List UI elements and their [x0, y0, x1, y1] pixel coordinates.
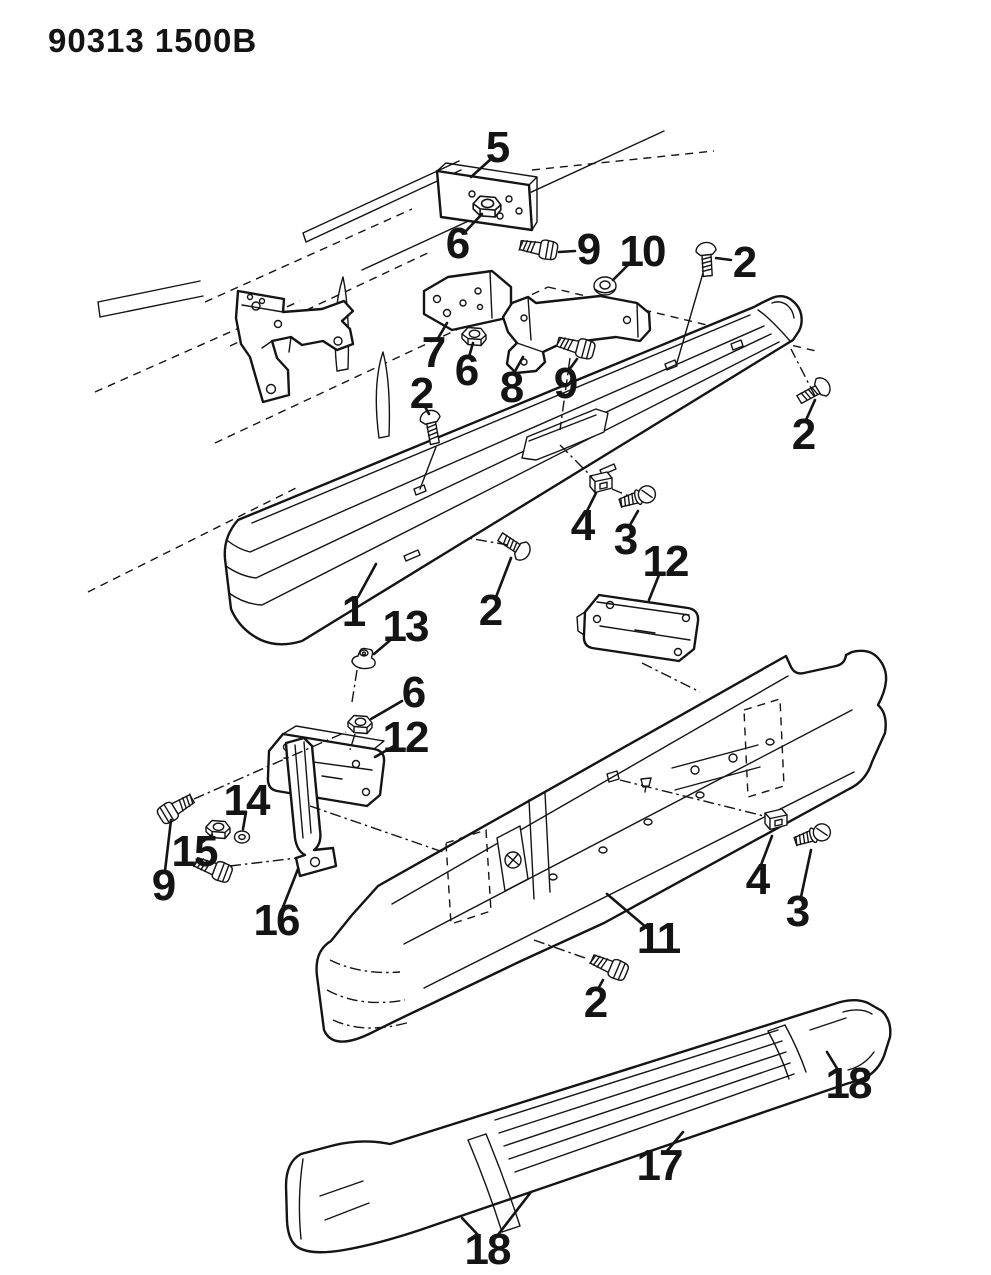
callout-4-label: 4	[746, 855, 771, 904]
callout-leader	[356, 562, 378, 599]
callout-leader	[373, 744, 396, 759]
part-2-screw	[493, 528, 535, 565]
drawing-number: 90313 1500B	[48, 22, 257, 59]
callout-leader	[665, 1130, 685, 1153]
callout-18-label: 18	[826, 1059, 872, 1108]
callout-16-label: 16	[254, 896, 299, 945]
callout-15-label: 15	[172, 827, 218, 876]
part-13-nut	[351, 647, 376, 670]
callout-leader	[596, 978, 605, 991]
part-11-bumper-face-bar	[315, 649, 888, 1043]
callout-leader	[567, 357, 579, 372]
callout-leader	[611, 260, 633, 282]
part-18-end-cap-seam-left	[467, 1133, 521, 1233]
callout-leader	[372, 635, 396, 656]
part-6-nut	[347, 714, 373, 735]
callout-leader	[495, 1190, 533, 1238]
callout-3-label: 3	[786, 887, 809, 936]
part-12-bracket-right	[576, 593, 700, 663]
part-3-screw	[791, 820, 834, 851]
part-4-clip-nut	[764, 808, 788, 831]
callout-leader	[435, 321, 449, 342]
callout-9-label: 9	[554, 359, 577, 408]
callout-leader	[714, 256, 733, 262]
part-3-screw	[616, 482, 659, 512]
projection-lines	[193, 272, 816, 959]
callout-leader	[647, 573, 661, 602]
callout-14-label: 14	[224, 776, 271, 825]
callout-3-label: 3	[614, 515, 637, 564]
callout-18-label: 18	[465, 1225, 511, 1274]
part-4-clip-nut	[589, 471, 613, 494]
callout-13-label: 13	[383, 602, 428, 651]
callout-2-label: 2	[410, 369, 433, 418]
callout-12-label: 12	[383, 713, 428, 762]
part-6-nut	[472, 195, 502, 218]
callout-leader	[759, 834, 774, 867]
callout-17-label: 17	[637, 1141, 682, 1190]
callout-leader	[241, 810, 248, 831]
frame-bumper-bracket	[234, 289, 355, 404]
callout-6-label: 6	[402, 668, 425, 717]
part-2-screw	[694, 240, 720, 278]
callout-leader	[422, 403, 431, 416]
part-9-bolt	[154, 789, 199, 827]
callout-leader	[804, 398, 817, 422]
callout-9-label: 9	[152, 861, 175, 910]
callout-2-label: 2	[584, 978, 607, 1027]
part-9-bolt	[517, 234, 560, 262]
callout-7-label: 7	[422, 328, 445, 377]
callout-2-label: 2	[792, 410, 815, 459]
callout-leader	[199, 833, 214, 845]
callout-12-label: 12	[643, 537, 688, 586]
callout-2-label: 2	[479, 586, 502, 635]
callout-leader	[369, 699, 404, 721]
callout-leader	[605, 892, 649, 930]
frame-rail-fin	[375, 351, 391, 439]
callout-leader	[799, 848, 813, 899]
callout-10-label: 10	[620, 227, 665, 276]
callout-2-label: 2	[733, 238, 756, 287]
callout-leader	[281, 867, 300, 909]
part-7-bracket	[422, 269, 513, 332]
callout-leader	[460, 1216, 481, 1238]
callout-6-label: 6	[446, 219, 469, 268]
part-17-bumper-center	[284, 999, 892, 1254]
callout-8-label: 8	[500, 363, 524, 412]
callout-1-label: 1	[342, 587, 366, 636]
callout-leader	[467, 341, 475, 359]
callout-4-label: 4	[571, 501, 596, 550]
callout-leader	[494, 556, 513, 599]
part-12-bracket-left	[266, 725, 386, 808]
callout-6-label: 6	[455, 346, 478, 395]
callout-11-label: 11	[637, 914, 681, 963]
part-17-18-bumper-with-end-caps	[284, 999, 892, 1254]
callout-leader	[557, 249, 577, 254]
callout-leader	[512, 355, 525, 375]
part-14-washer	[233, 830, 251, 844]
part-1-bumper-face-bar	[223, 295, 803, 646]
callout-leader	[469, 157, 493, 179]
part-18-end-cap-seam-right	[767, 1024, 807, 1080]
callout-leader	[628, 509, 640, 527]
callout-leader	[464, 212, 484, 233]
callout-leader	[825, 1050, 840, 1072]
callout-9-label: 9	[577, 225, 600, 274]
callout-leader	[163, 818, 173, 873]
callout-5-label: 5	[486, 123, 510, 172]
callout-leader	[585, 491, 598, 513]
